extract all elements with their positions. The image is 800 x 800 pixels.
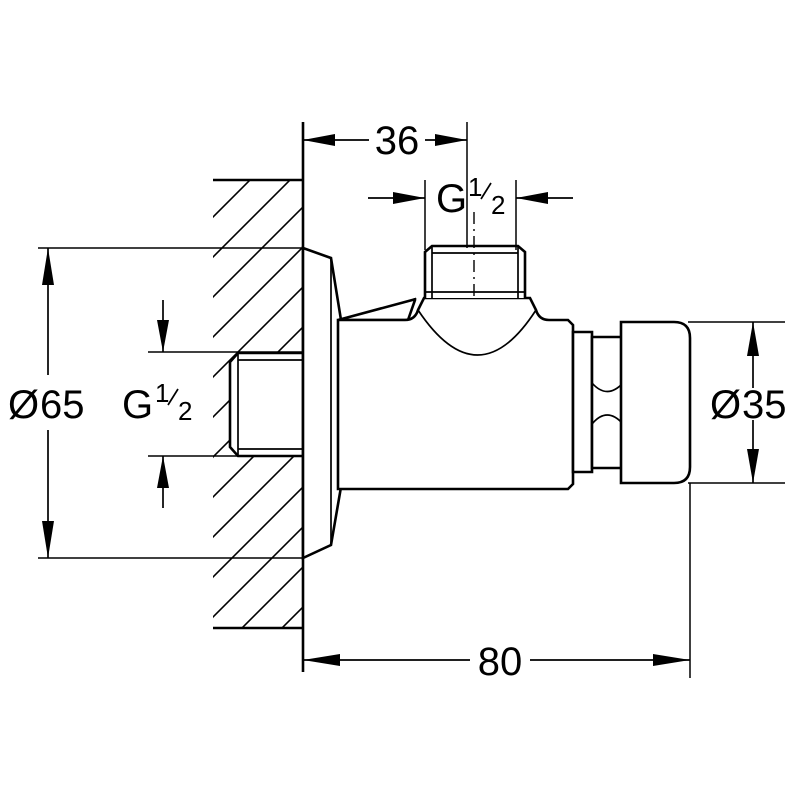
dimension-80: 80 <box>303 483 691 684</box>
dimension-label-d65-value: 65 <box>40 383 85 427</box>
arrow-gtop-left <box>393 192 425 204</box>
dimension-thread-left: G 1 2 <box>122 300 303 508</box>
body-collar <box>571 330 594 474</box>
dimension-diameter-65: Ø 65 <box>8 247 303 559</box>
valve-body <box>337 297 417 322</box>
handle-cap <box>619 320 692 485</box>
dimension-label-gleft-numerator: 1 <box>155 378 169 408</box>
dimension-label-gtop-numerator: 1 <box>468 172 482 202</box>
dimension-label-gtop-denominator: 2 <box>491 190 505 220</box>
arrow-gtop-right <box>516 192 548 204</box>
dimension-label-gleft-denominator: 2 <box>178 396 192 426</box>
arrow-36-left <box>303 134 335 146</box>
arrow-d35-top <box>747 322 759 356</box>
arrow-gleft-bottom <box>157 456 169 488</box>
arrow-gleft-top <box>157 320 169 352</box>
arrow-80-left <box>303 654 340 666</box>
dimension-label-gtop-g: G <box>436 177 467 221</box>
top-threaded-spigot <box>423 244 527 298</box>
fraction-slash-gtop <box>480 182 492 200</box>
arrow-80-right <box>653 654 690 666</box>
arrow-d65-top <box>42 248 54 285</box>
dimension-label-36: 36 <box>375 119 420 163</box>
dimension-label-d65-symbol: Ø <box>8 383 39 427</box>
valve-body-outline <box>336 296 575 491</box>
arrow-36-right <box>435 134 467 146</box>
dimension-label-80: 80 <box>478 640 523 684</box>
arrow-d65-bottom <box>42 521 54 558</box>
valve-assembly <box>228 212 692 561</box>
dimension-diameter-35: Ø 35 <box>688 321 787 484</box>
fraction-slash-gleft <box>167 388 179 406</box>
arrow-d35-bottom <box>747 449 759 483</box>
dimension-36: 36 <box>303 119 468 248</box>
dimension-label-d35-symbol: Ø <box>710 383 741 427</box>
body-undercut-curve <box>417 309 537 356</box>
hex-nut <box>590 335 625 470</box>
escutcheon-flange <box>301 246 343 561</box>
wall-inlet-stub <box>228 351 305 458</box>
dimension-label-gleft-g: G <box>122 383 153 427</box>
dimension-thread-top: G 1 2 <box>368 172 573 250</box>
dimension-label-d35-value: 35 <box>742 383 787 427</box>
